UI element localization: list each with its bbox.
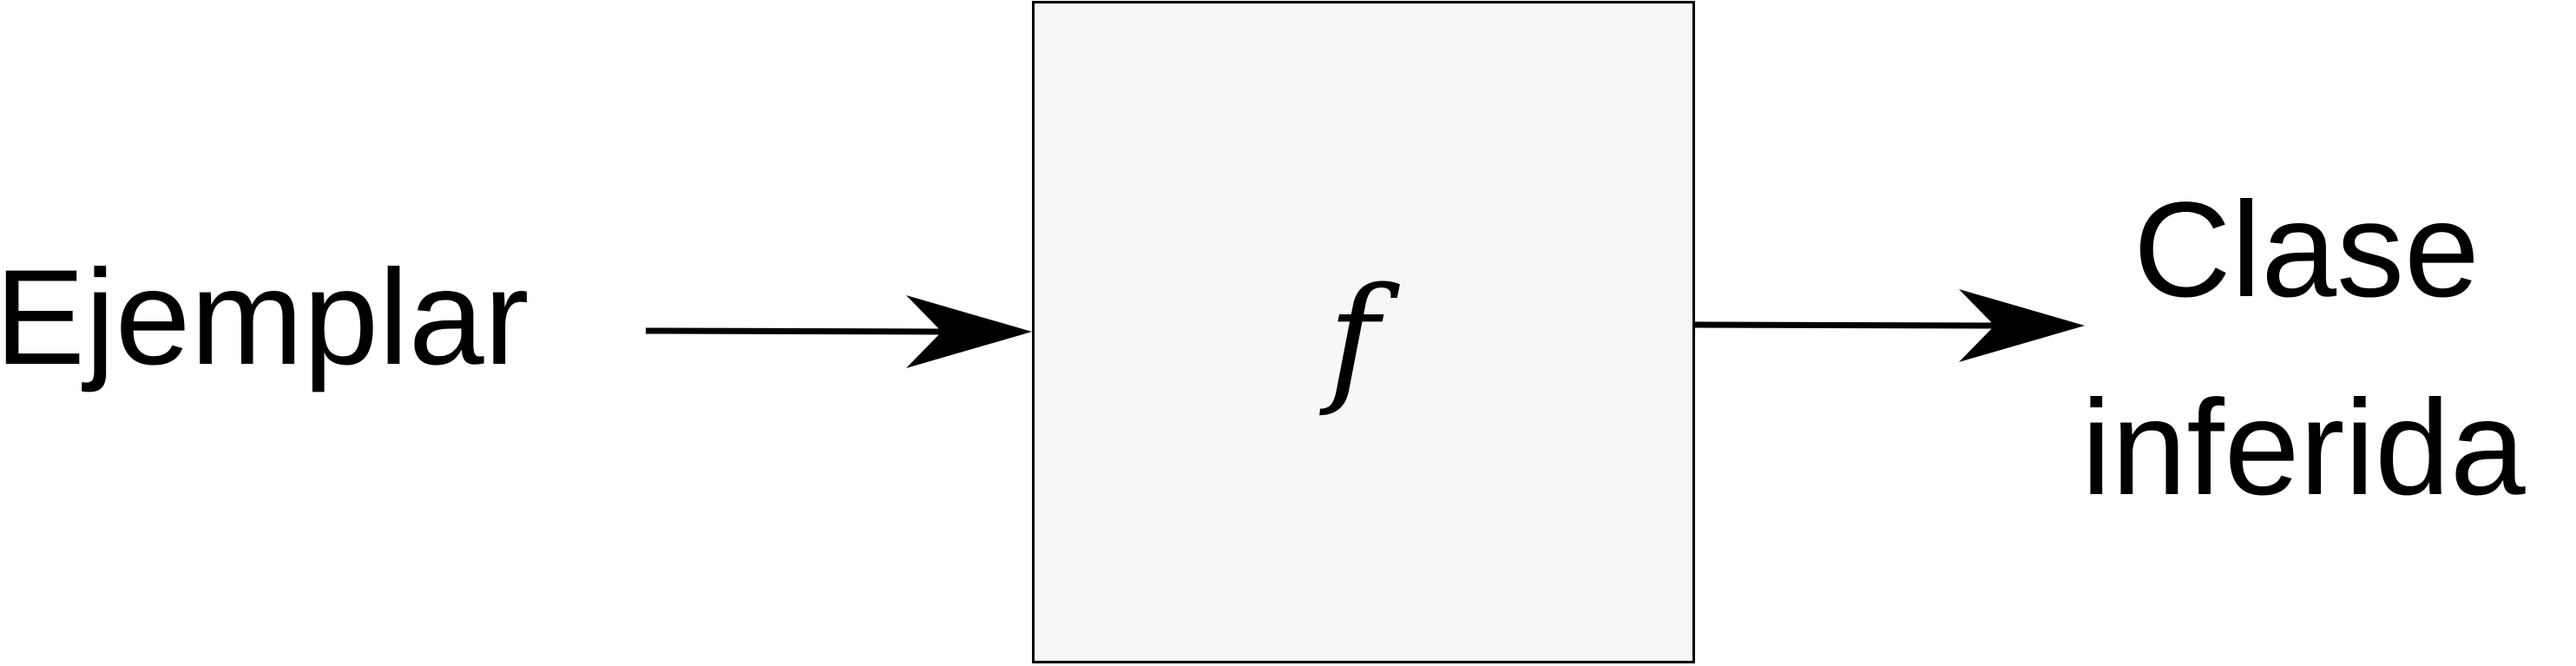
input-arrowhead	[906, 295, 1032, 368]
input-label: Ejemplar	[0, 242, 529, 393]
function-box	[1032, 1, 1695, 663]
output-arrow	[1694, 289, 2085, 362]
input-arrow	[645, 295, 1032, 368]
output-label-line1: Clase	[2133, 175, 2480, 326]
input-arrow-shaft	[645, 327, 943, 335]
output-arrow-shaft	[1694, 321, 1995, 329]
function-symbol: f	[1328, 257, 1380, 419]
output-label-line2: inferida	[2081, 373, 2526, 524]
output-arrowhead	[1959, 289, 2085, 362]
